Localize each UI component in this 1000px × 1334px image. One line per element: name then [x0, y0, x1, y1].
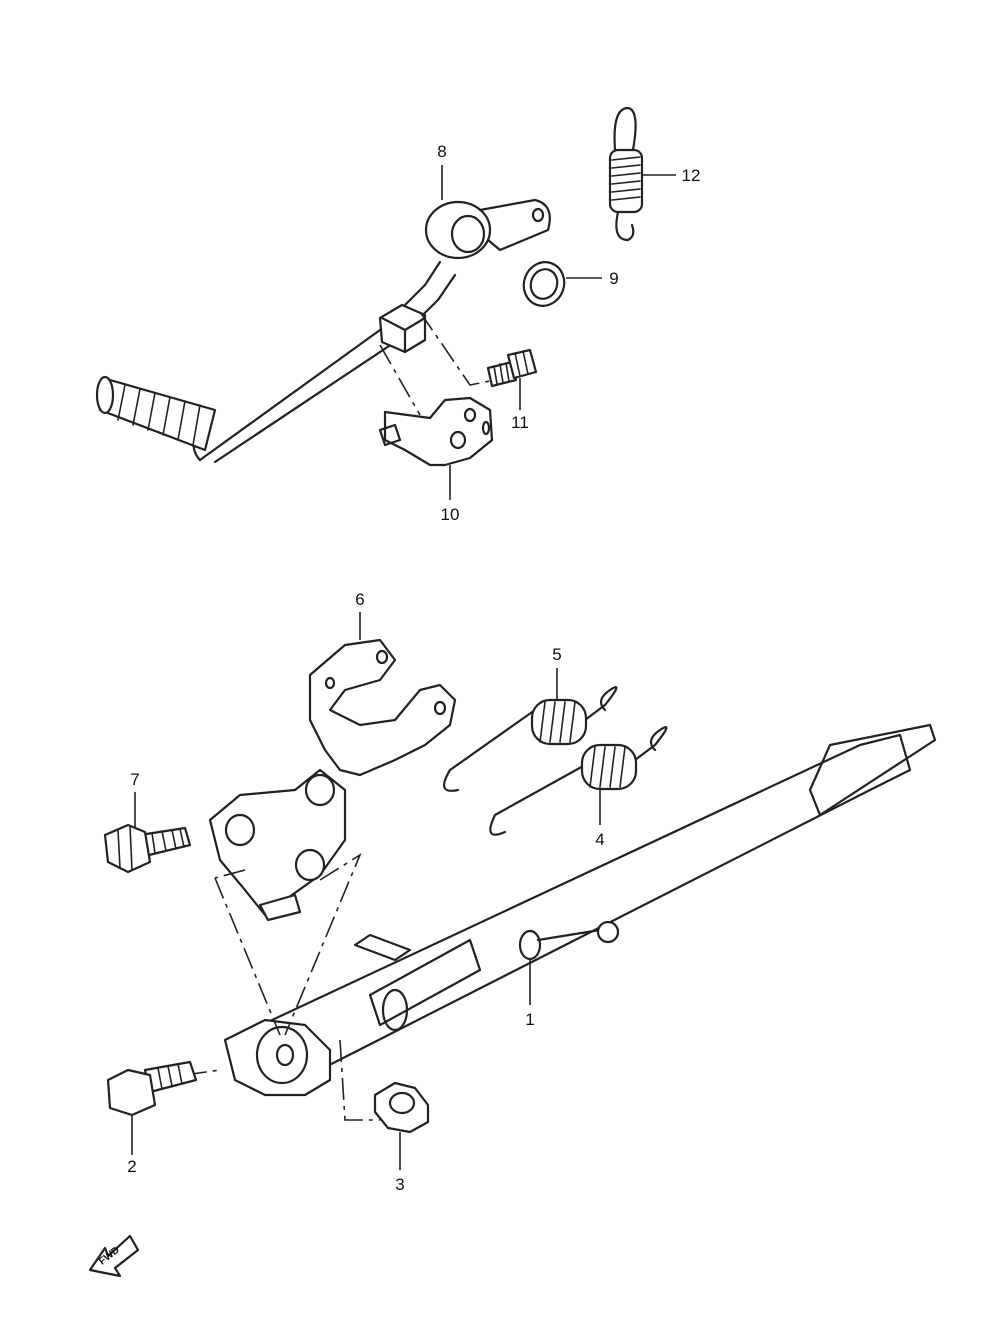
- pivot-bolt-part-2: [106, 1060, 198, 1155]
- callout-7: 7: [130, 770, 139, 789]
- spring-part-4: [489, 726, 668, 836]
- spring-part-5: [443, 668, 618, 792]
- callout-3: 3: [395, 1175, 404, 1194]
- callout-4: 4: [595, 830, 604, 849]
- assembly-lines-upper: [379, 311, 496, 416]
- pedal-collar: [378, 303, 427, 354]
- bracket-part-10: [378, 396, 494, 500]
- callout-6: 6: [355, 590, 364, 609]
- nut-part-3: [373, 1081, 430, 1170]
- callout-1: 1: [525, 1010, 534, 1029]
- callout-8: 8: [437, 142, 446, 161]
- callout-5: 5: [552, 645, 561, 664]
- side-stand-part-1: [223, 723, 937, 1097]
- callout-12: 12: [682, 166, 701, 185]
- callout-10: 10: [441, 505, 460, 524]
- bolt-part-7: [103, 792, 192, 874]
- return-spring-part-12: [608, 106, 676, 242]
- brake-pedal-part-8: [95, 198, 551, 464]
- fwd-arrow-icon: FWD: [88, 1234, 140, 1278]
- callout-2: 2: [127, 1157, 136, 1176]
- bolt-part-11: [486, 348, 538, 410]
- callout-9: 9: [609, 269, 618, 288]
- callout-11: 11: [511, 413, 529, 432]
- stand-bracket-part-6: [208, 612, 457, 922]
- washer-part-9: [522, 261, 602, 307]
